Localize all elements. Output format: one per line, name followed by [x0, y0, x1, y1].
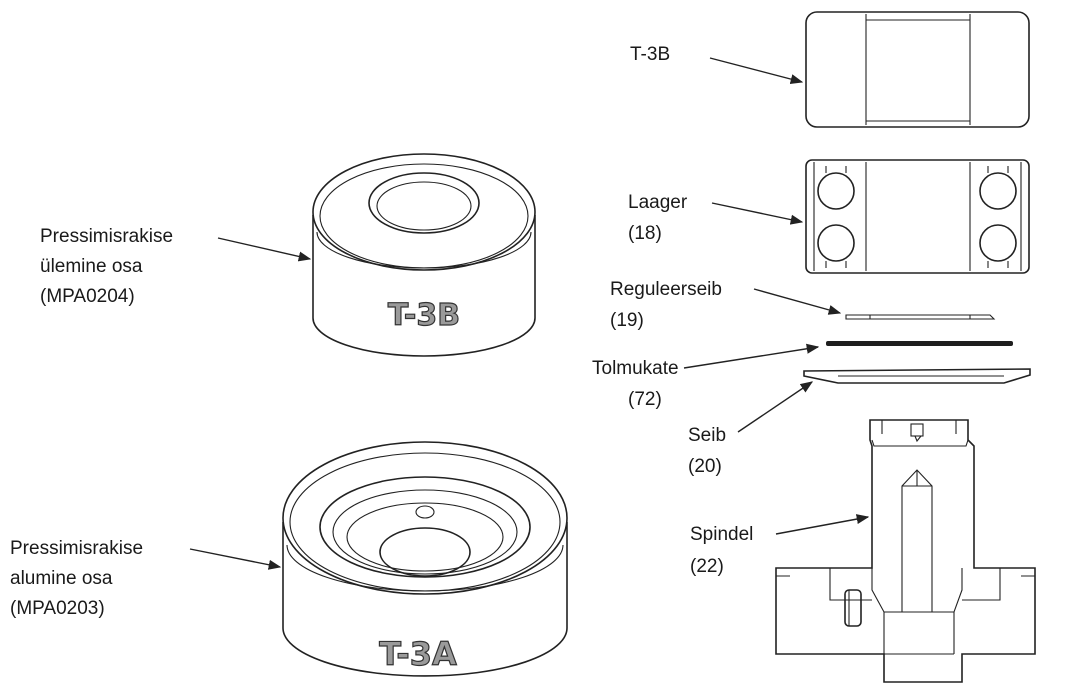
shim-part	[845, 314, 996, 320]
arrow-washer	[737, 381, 814, 433]
label-shim-num: (19)	[610, 310, 644, 331]
arrow-shim	[753, 288, 842, 315]
label-bearing-num: (18)	[628, 223, 662, 244]
label-lower-die-line1: Pressimisrakise	[10, 538, 143, 559]
label-upper-die: Pressimisrakise ülemine osa (MPA0204)	[40, 226, 173, 307]
spindle-part	[775, 419, 1036, 683]
label-lower-die-line3: (MPA0203)	[10, 598, 105, 619]
arrow-dustcap	[683, 343, 820, 369]
t3b-side-view	[805, 11, 1030, 128]
lower-die-stamp: T-3A	[379, 635, 457, 673]
label-washer-name: Seib	[688, 425, 726, 446]
label-spindle-num: (22)	[690, 556, 724, 577]
label-lower-die-line2: alumine osa	[10, 568, 113, 589]
dust-cap-part	[826, 341, 1013, 346]
label-t3b-callout: T-3B	[630, 44, 670, 65]
arrow-t3b	[709, 57, 804, 85]
label-dustcap-name: Tolmukate	[592, 358, 679, 379]
upper-die-stamp: T-3B	[388, 298, 460, 333]
washer-part	[803, 368, 1031, 384]
upper-die-part: T-3B	[312, 153, 536, 357]
label-upper-die-line3: (MPA0204)	[40, 286, 135, 307]
lower-die-part: T-3A	[282, 441, 568, 677]
label-washer-num: (20)	[688, 456, 722, 477]
arrow-upper-die	[217, 237, 312, 262]
label-spindle-name: Spindel	[690, 524, 753, 545]
bearing-part	[805, 159, 1030, 274]
label-upper-die-line2: ülemine osa	[40, 256, 143, 277]
label-lower-die: Pressimisrakise alumine osa (MPA0203)	[10, 538, 143, 619]
label-shim-name: Reguleerseib	[610, 279, 722, 300]
arrow-bearing	[711, 202, 804, 225]
label-upper-die-line1: Pressimisrakise	[40, 226, 173, 247]
arrow-spindle	[775, 514, 870, 535]
label-bearing-name: Laager	[628, 192, 688, 213]
arrow-lower-die	[189, 548, 282, 570]
label-dustcap-num: (72)	[628, 389, 662, 410]
